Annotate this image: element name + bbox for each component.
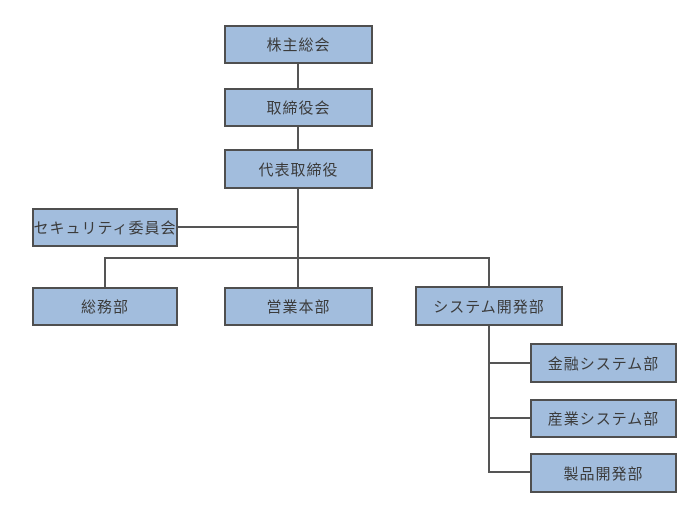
connector-bus-system-development [488, 257, 490, 286]
connector-financial-branch [488, 362, 530, 364]
org-node-security-committee: セキュリティ委員会 [32, 208, 178, 247]
org-node-industrial-systems-dept: 産業システム部 [530, 399, 677, 438]
connector-shareholders-board [297, 64, 299, 88]
org-node-board-of-directors: 取締役会 [224, 88, 373, 127]
connector-board-representative [297, 127, 299, 149]
org-node-shareholders-meeting: 株主総会 [224, 25, 373, 64]
org-node-financial-systems-dept: 金融システム部 [530, 343, 677, 383]
connector-industrial-branch [488, 417, 530, 419]
org-node-product-development-dept: 製品開発部 [530, 453, 677, 493]
connector-representative-trunk [297, 189, 299, 287]
connector-product-branch [488, 471, 530, 473]
connector-level2-bus [104, 257, 490, 259]
connector-system-development-trunk [488, 326, 490, 472]
connector-security-branch [178, 226, 298, 228]
org-node-representative-director: 代表取締役 [224, 149, 373, 189]
org-node-general-affairs-dept: 総務部 [32, 287, 178, 326]
connector-bus-general-affairs [104, 257, 106, 287]
org-node-system-development-dept: システム開発部 [415, 286, 563, 326]
org-node-sales-headquarters: 営業本部 [224, 287, 373, 326]
